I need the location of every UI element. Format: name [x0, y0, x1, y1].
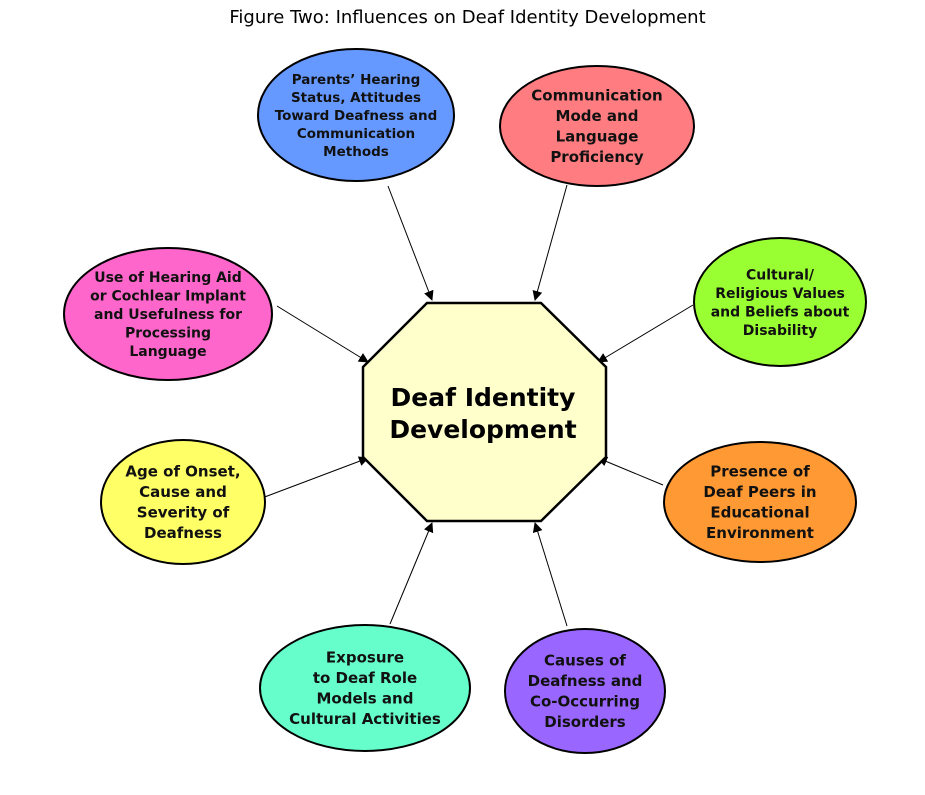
node-label-line: and Usefulness for	[94, 307, 242, 323]
node-label-line: Communication	[297, 126, 415, 142]
node-ellipse	[100, 439, 266, 565]
arrow-deaf-peers	[597, 456, 664, 486]
node-label-line: Environment	[706, 524, 814, 542]
center-label-line: Deaf Identity	[391, 383, 576, 412]
node-label-line: Language	[556, 128, 639, 146]
center-octagon	[361, 301, 608, 523]
node-ellipse	[504, 628, 666, 754]
node-label-line: Parents’ Hearing	[292, 72, 421, 88]
node-label-line: Co-Occurring	[530, 693, 640, 711]
node-label-line: Disability	[743, 323, 817, 339]
arrow-age-of-onset	[261, 456, 369, 499]
node-label-line: Use of Hearing Aid	[94, 270, 242, 286]
node-ellipse	[63, 247, 273, 381]
node-label-line: or Cochlear Implant	[90, 289, 246, 305]
node-ellipse	[663, 441, 857, 563]
node-ellipse	[693, 237, 867, 367]
node-label-line: Exposure	[326, 649, 404, 667]
node-label-line: Toward Deafness and	[275, 108, 438, 124]
node-label-line: Language	[129, 344, 206, 360]
node-label-line: Models and	[317, 690, 414, 708]
node-label-line: Religious Values	[715, 286, 845, 302]
node-label-line: Deafness and	[528, 672, 643, 690]
node-label-line: Cause and	[139, 483, 227, 501]
node-label-line: Severity of	[137, 504, 230, 522]
node-label-line: Causes of	[544, 652, 626, 670]
node-label-line: Communication	[531, 87, 662, 105]
arrow-causes-co-occurring	[532, 522, 568, 627]
node-label-line: Educational	[710, 504, 809, 522]
node-ellipse	[259, 624, 471, 752]
node-label-line: Cultural Activities	[289, 710, 441, 728]
node-label-line: and Beliefs about	[711, 304, 850, 320]
node-cultural-religious-values: Cultural/Religious Values and Beliefs abo…	[693, 237, 867, 367]
node-hearing-aid-cochlear: Use of Hearing Aid or Cochlear Implant and…	[63, 247, 273, 381]
arrow-hearing-aid-cochlear	[276, 305, 369, 363]
node-label-line: Presence of	[710, 463, 810, 481]
arrow-deaf-role-models	[389, 522, 434, 625]
node-ellipse	[257, 48, 455, 182]
figure-title: Figure Two: Influences on Deaf Identity …	[229, 7, 706, 28]
node-label-line: to Deaf Role	[313, 669, 417, 687]
arrow-communication-mode	[532, 184, 568, 301]
node-label-line: Methods	[323, 144, 389, 160]
center-label-line: Development	[389, 415, 576, 444]
node-label-line: Status, Attitudes	[291, 90, 421, 106]
node-label-line: Cultural/	[746, 267, 815, 283]
node-label-line: Processing	[125, 326, 211, 342]
node-deaf-peers: Presence of Deaf Peers in EducationalEnvir…	[663, 441, 857, 563]
node-causes-co-occurring: Causes of Deafness andCo-OccurringDisorde…	[504, 628, 666, 754]
node-ellipse	[499, 65, 695, 187]
node-label-line: Disorders	[544, 713, 626, 731]
node-label-line: Proficiency	[550, 148, 644, 166]
arrow-parents-hearing-status	[387, 185, 434, 301]
node-label-line: Deafness	[144, 524, 222, 542]
arrow-cultural-religious-values	[597, 304, 694, 363]
node-label-line: Deaf Peers in	[703, 483, 816, 501]
node-label-line: Mode and	[556, 107, 639, 125]
node-label-line: Age of Onset,	[125, 463, 240, 481]
